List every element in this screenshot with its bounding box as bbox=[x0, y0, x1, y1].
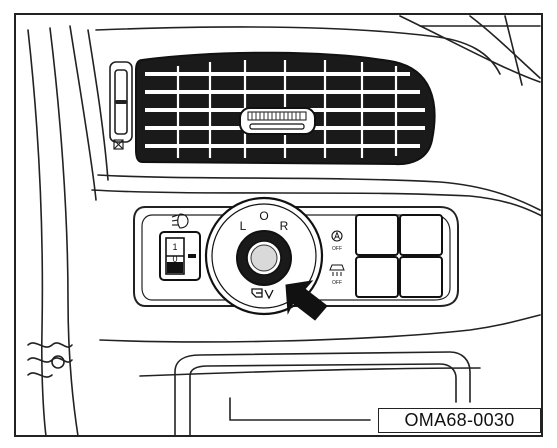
door-seal bbox=[27, 372, 53, 378]
dash-line bbox=[469, 15, 541, 79]
button-label-upper-off: OFF bbox=[332, 246, 342, 252]
mirror-fold-icon bbox=[251, 288, 274, 300]
door-seal bbox=[27, 357, 73, 363]
push-button-1[interactable] bbox=[355, 214, 399, 256]
door-seal bbox=[27, 342, 73, 348]
vent-close-icon bbox=[113, 139, 124, 150]
pillar-line bbox=[69, 25, 97, 201]
tray-inner bbox=[229, 397, 371, 421]
headlamp-leveling-icon bbox=[171, 213, 189, 229]
mirror-adjust-knob[interactable] bbox=[236, 230, 292, 286]
pointer-arrow bbox=[285, 280, 328, 321]
pillar-line bbox=[49, 27, 79, 437]
dimmer-label-1: 1 bbox=[172, 242, 177, 252]
dimmer-wheel[interactable] bbox=[159, 231, 201, 281]
knob-label-right: R bbox=[280, 219, 289, 233]
push-button-3[interactable] bbox=[355, 256, 399, 298]
fog-light-icon bbox=[329, 264, 345, 276]
center-vent bbox=[135, 51, 436, 166]
seal-hole bbox=[51, 355, 65, 369]
push-buttons bbox=[355, 214, 443, 298]
dimmer-label-0: 0 bbox=[172, 254, 177, 264]
dash-line bbox=[95, 26, 501, 75]
panel-edge bbox=[91, 189, 543, 217]
pillar-line bbox=[87, 29, 109, 181]
push-button-4[interactable] bbox=[399, 256, 443, 298]
panel-edge bbox=[97, 174, 541, 211]
pillar-line bbox=[27, 29, 47, 437]
auto-light-icon bbox=[331, 230, 343, 242]
dash-line bbox=[399, 15, 541, 83]
tray-inner bbox=[189, 363, 457, 437]
push-button-2[interactable] bbox=[399, 214, 443, 256]
dash-line bbox=[504, 15, 523, 86]
knob-label-left: L bbox=[240, 219, 247, 233]
figure-code: OMA68-0030 bbox=[378, 408, 541, 433]
tray bbox=[174, 351, 471, 437]
knob-label-off: O bbox=[259, 209, 268, 223]
panel-edge bbox=[99, 314, 541, 343]
switch-panel bbox=[133, 206, 459, 307]
button-label-lower-off: OFF bbox=[332, 280, 342, 286]
frame-border bbox=[14, 13, 543, 437]
panel-edge bbox=[139, 367, 481, 377]
